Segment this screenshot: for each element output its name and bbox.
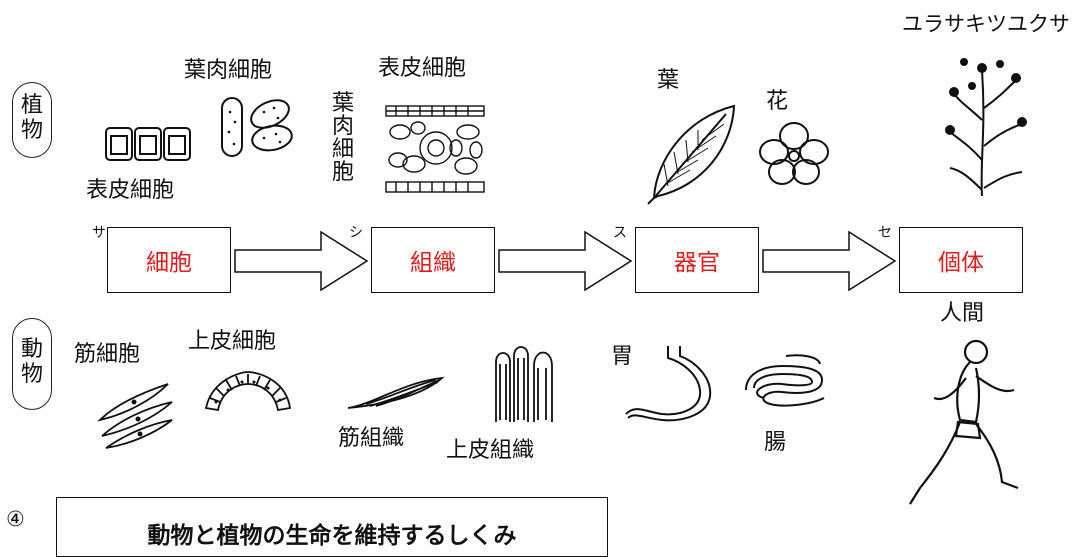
stage-kana-shi: シ	[349, 225, 363, 241]
question-number: ④	[6, 507, 25, 531]
arrow-tissue-to-organ	[498, 230, 633, 292]
epidermal-cells-illustration	[105, 127, 191, 161]
intestine-label: 腸	[764, 430, 787, 455]
arrow-cell-to-tissue	[234, 230, 369, 292]
stage-kana-sa: サ	[92, 225, 106, 241]
mesophyll-vertical-label: 葉肉細胞	[331, 91, 354, 186]
intestine-illustration	[745, 354, 825, 407]
dayflower-plant-illustration	[945, 58, 1027, 197]
flower-illustration	[759, 122, 829, 185]
plant-kingdom-label: 植物	[12, 82, 52, 158]
muscle-tissue-label: 筋組織	[338, 426, 405, 451]
question-title-box: 動物と植物の生命を維持するしくみ	[56, 497, 608, 557]
human-label: 人間	[940, 301, 985, 326]
stomach-illustration	[625, 346, 712, 422]
stage-cell: 細胞	[107, 227, 231, 293]
animal-kingdom-label: 動物	[12, 318, 52, 410]
mesophyll-cells-illustration	[221, 97, 293, 157]
human-runner-illustration	[909, 339, 1019, 505]
muscle-tissue-illustration	[347, 376, 445, 409]
epidermal-cell-label: 表皮細胞	[86, 178, 175, 203]
leaf-illustration	[647, 104, 736, 205]
stage-individual: 個体	[899, 227, 1023, 293]
stage-organ: 器官	[635, 227, 759, 293]
stage-kana-su: ス	[613, 225, 627, 241]
arrow-organ-to-individual	[762, 230, 897, 292]
epithelial-tissue-illustration	[495, 346, 553, 422]
species-label: ユラサキツユクサ	[902, 12, 1070, 36]
epithelial-cell-label: 上皮細胞	[188, 329, 277, 354]
stomach-label: 胃	[611, 344, 634, 369]
question-title: 動物と植物の生命を維持するしくみ	[147, 522, 517, 549]
flower-label: 花	[766, 89, 789, 114]
muscle-cell-label: 筋細胞	[74, 342, 141, 367]
epithelial-tissue-label: 上皮組織	[446, 438, 535, 463]
mesophyll-cell-label: 葉肉細胞	[184, 58, 273, 83]
stage-tissue: 組織	[371, 227, 495, 293]
epithelial-cells-illustration	[204, 371, 292, 412]
leaf-cross-section-illustration	[385, 105, 485, 193]
muscle-cells-illustration	[97, 383, 173, 449]
leaf-label: 葉	[657, 68, 680, 93]
epidermal-cell-top-label: 表皮細胞	[378, 56, 467, 81]
stage-kana-se: セ	[878, 225, 892, 241]
